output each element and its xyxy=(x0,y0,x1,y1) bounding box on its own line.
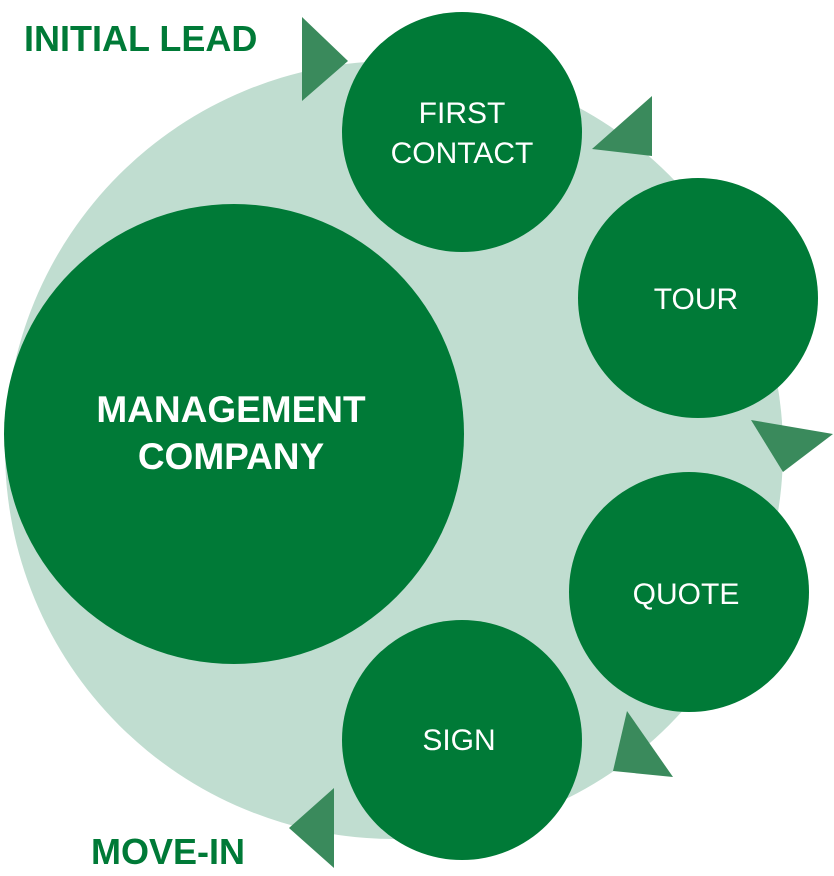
step-circle-first-contact xyxy=(342,12,582,252)
step-node-first-contact: FIRST CONTACT xyxy=(342,12,582,252)
step-circle-tour xyxy=(578,178,818,418)
arrow-quote-to-sign-icon xyxy=(613,711,673,777)
step-label-quote: QUOTE xyxy=(633,578,740,611)
step-circle-quote xyxy=(569,472,809,712)
step-circle-sign xyxy=(342,620,582,860)
step-label-first-contact-line-1: FIRST xyxy=(419,97,506,130)
step-node-tour: TOUR xyxy=(578,178,818,418)
step-label-first-contact-line-2: CONTACT xyxy=(391,137,534,170)
arrow-move-in-icon xyxy=(289,788,334,868)
arrow-initial-lead-icon xyxy=(302,17,348,101)
step-node-sign: SIGN xyxy=(342,620,582,860)
center-node-label-line-1: MANAGEMENT xyxy=(96,389,366,430)
center-node-circle xyxy=(4,204,464,664)
stage-label-move-in: MOVE-IN xyxy=(91,831,245,872)
center-node-management-company: MANAGEMENT COMPANY xyxy=(4,204,464,664)
step-node-quote: QUOTE xyxy=(569,472,809,712)
arrow-first-contact-to-tour-icon xyxy=(592,96,652,156)
step-label-sign: SIGN xyxy=(422,724,495,757)
center-node-label-line-2: COMPANY xyxy=(138,436,325,477)
arrow-tour-to-quote-icon xyxy=(751,420,833,472)
stage-label-initial-lead: INITIAL LEAD xyxy=(24,18,257,59)
step-label-tour: TOUR xyxy=(654,283,738,316)
